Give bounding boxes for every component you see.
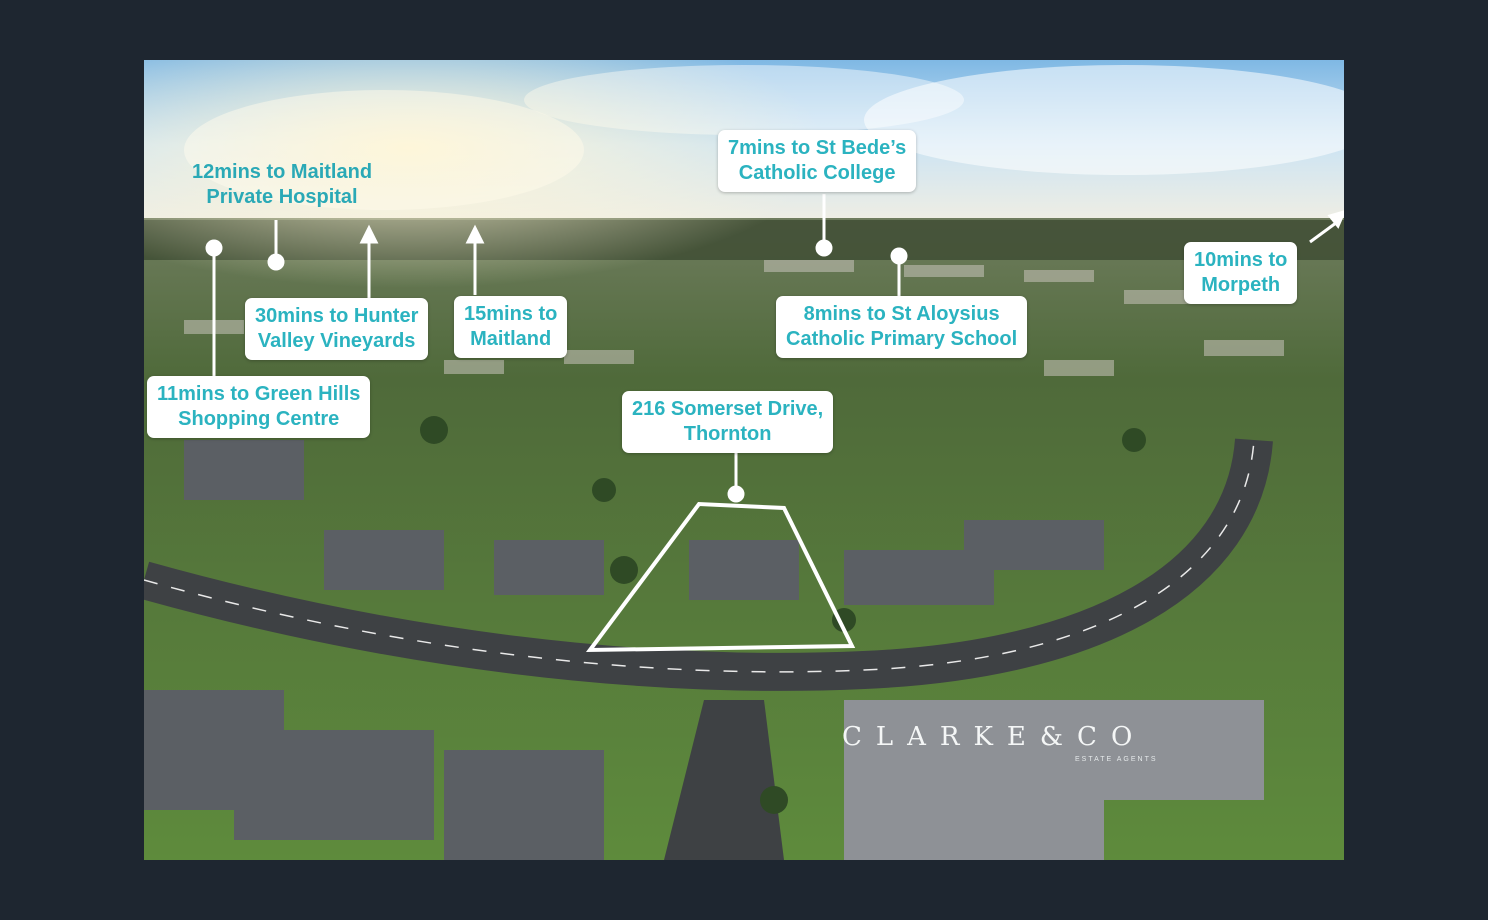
aerial-photo: 12mins to Maitland Private Hospital 7min…: [144, 60, 1344, 860]
callout-vineyards: 30mins to Hunter Valley Vineyards: [245, 298, 429, 360]
callout-college-line1: 7mins to St Bede’s: [728, 137, 907, 159]
property-boundary: [585, 501, 856, 653]
callout-vineyards-line2: Valley Vineyards: [257, 330, 416, 352]
callout-maitland: 15mins to Maitland: [454, 296, 568, 358]
pointer-lines: [205, 194, 1344, 653]
callout-hospital: 12mins to Maitland Private Hospital: [182, 154, 382, 216]
callout-hospital-line2: Private Hospital: [206, 186, 358, 208]
callout-morpeth-line1: 10mins to: [1194, 249, 1288, 271]
callout-morpeth: 10mins to Morpeth: [1184, 242, 1298, 304]
callout-college-line2: Catholic College: [738, 162, 896, 184]
callout-property-line2: Thornton: [683, 423, 772, 445]
callout-green-hills: 11mins to Green Hills Shopping Centre: [147, 376, 371, 438]
aerial-scene: [144, 60, 1344, 860]
callout-property-line1: 216 Somerset Drive,: [632, 398, 824, 420]
callout-hospital-line1: 12mins to Maitland: [192, 161, 373, 183]
callout-maitland-line2: Maitland: [470, 328, 552, 350]
brand-logo: CLARKE&CO: [842, 722, 1147, 752]
brand-tagline: ESTATE AGENTS: [1075, 756, 1158, 763]
callout-aloysius-line2: Catholic Primary School: [786, 328, 1018, 350]
callout-aloysius-line1: 8mins to St Aloysius: [803, 303, 1000, 325]
callout-aloysius: 8mins to St Aloysius Catholic Primary Sc…: [776, 296, 1028, 358]
callout-maitland-line1: 15mins to: [464, 303, 558, 325]
callout-green-hills-line2: Shopping Centre: [178, 408, 340, 430]
callout-vineyards-line1: 30mins to Hunter: [255, 305, 419, 327]
callout-college: 7mins to St Bede’s Catholic College: [718, 130, 917, 192]
callout-green-hills-line1: 11mins to Green Hills: [157, 383, 361, 405]
callout-property: 216 Somerset Drive, Thornton: [622, 391, 834, 453]
callout-morpeth-line2: Morpeth: [1201, 274, 1281, 296]
